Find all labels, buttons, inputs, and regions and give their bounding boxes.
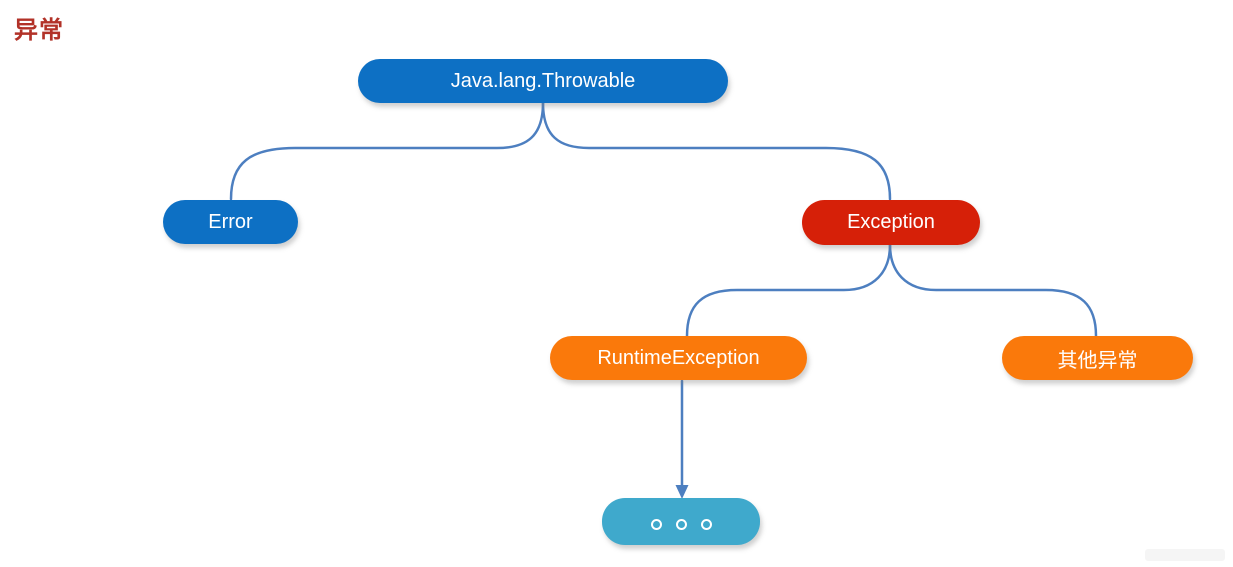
dot-icon	[700, 518, 712, 530]
watermark	[1145, 549, 1225, 561]
node-exception[interactable]: Exception	[802, 200, 980, 245]
edge-throwable-exception	[541, 101, 892, 201]
edge-exception-other	[888, 243, 1098, 338]
node-other-exception-label: 其他异常	[1057, 349, 1138, 372]
edge-exception-runtime	[685, 243, 892, 338]
page-title: 异常	[14, 17, 64, 44]
arrowhead	[675, 485, 689, 499]
node-error-label: Error	[208, 210, 253, 233]
node-ellipsis[interactable]	[602, 498, 760, 545]
node-runtime-exception-label: RuntimeException	[597, 346, 760, 369]
node-other-exception[interactable]: 其他异常	[1002, 336, 1193, 380]
node-throwable-label: Java.lang.Throwable	[450, 69, 636, 92]
node-throwable[interactable]: Java.lang.Throwable	[358, 59, 728, 103]
dot-icon	[650, 518, 662, 530]
node-error[interactable]: Error	[163, 200, 298, 244]
node-exception-label: Exception	[847, 211, 935, 233]
node-runtime-exception[interactable]: RuntimeException	[550, 336, 807, 380]
edge-throwable-error	[229, 101, 545, 201]
dot-icon	[675, 518, 687, 530]
ellipsis-dots-icon	[650, 518, 712, 530]
